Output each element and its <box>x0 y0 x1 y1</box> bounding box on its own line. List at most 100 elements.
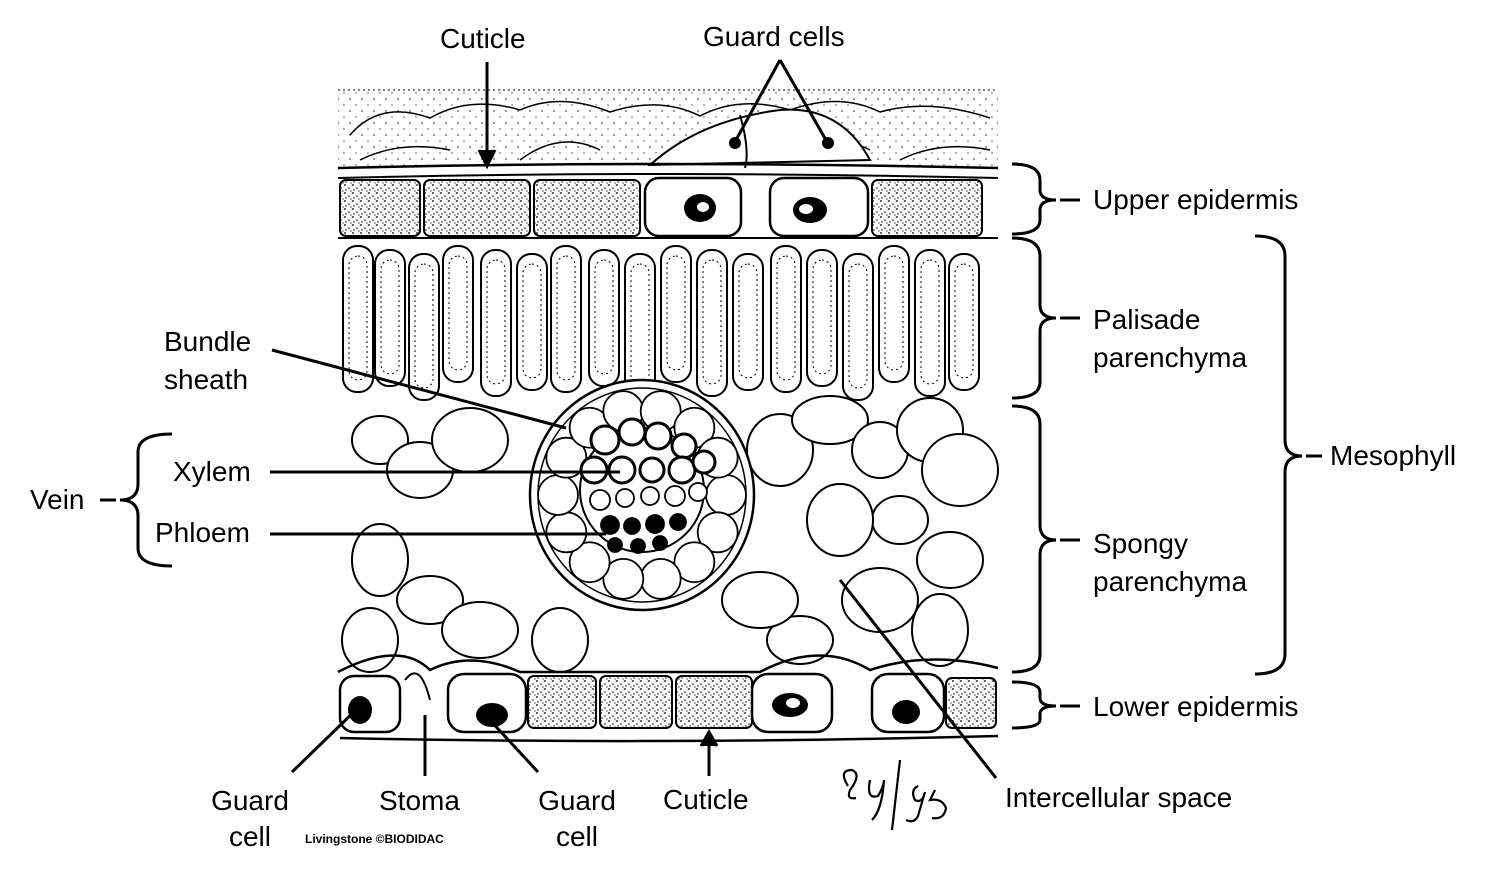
phloem-cell <box>607 537 623 553</box>
palisade-cell <box>374 249 406 387</box>
stoma-label: Stoma <box>379 785 460 816</box>
chloroplast-outline <box>594 259 614 375</box>
palisade-cell <box>696 249 728 397</box>
credit-text: Livingstone ©BIODIDAC <box>305 832 444 846</box>
lower-epidermis-layer <box>337 654 999 743</box>
palisade-cell <box>770 245 802 393</box>
xylem-cell <box>691 449 717 475</box>
palisade-cell <box>550 245 582 393</box>
chloroplast-outline <box>486 259 506 385</box>
phloem-cell <box>688 482 708 502</box>
phloem-cell <box>589 489 611 511</box>
xylem-cell <box>638 456 666 484</box>
xylem-cell <box>643 421 673 451</box>
palisade-cell <box>660 245 692 383</box>
bundle-sheath-cell <box>545 511 588 554</box>
palisade-layer <box>342 245 980 401</box>
palisade-label-line1: Palisade <box>1093 304 1201 335</box>
chloroplast-outline <box>702 259 722 385</box>
cuticle-top-label: Cuticle <box>440 23 526 54</box>
spongy-cell <box>531 607 589 673</box>
guard-cell-left-label-line2: cell <box>228 821 271 852</box>
lower-epidermis-label: Lower epidermis <box>1093 691 1299 722</box>
xylem-cell <box>589 424 621 456</box>
chloroplast-outline <box>348 255 368 381</box>
upper-epidermis-label: Upper epidermis <box>1093 184 1299 215</box>
spongy-cell <box>396 575 464 625</box>
guard-cell-right-label-line2: cell <box>555 821 598 852</box>
palisade-cell <box>948 253 980 391</box>
leaf-surface <box>338 89 998 170</box>
bundle-sheath-cell <box>639 557 682 600</box>
chloroplast-outline <box>522 263 542 379</box>
palisade-cell <box>588 249 620 387</box>
xylem-cell <box>670 432 698 460</box>
spongy-cell <box>911 593 969 667</box>
vascular-bundle <box>528 378 756 612</box>
pointer-lines <box>270 59 998 779</box>
palisade-cell <box>516 253 548 391</box>
xylem-cell <box>579 455 609 485</box>
stoma-opening <box>404 672 431 701</box>
palisade-cell <box>878 245 910 383</box>
chloroplast-outline <box>448 255 468 371</box>
phloem-cell <box>664 485 686 507</box>
bundle-sheath-cell <box>537 474 579 516</box>
spongy-cell <box>921 433 999 507</box>
palisade-cell <box>914 249 946 397</box>
palisade-cell <box>342 245 374 393</box>
phloem-cell <box>645 514 665 534</box>
xylem-cell <box>607 455 637 485</box>
spongy-cell <box>791 395 869 445</box>
palisade-cell <box>480 249 512 397</box>
chloroplast-outline <box>414 263 434 389</box>
palisade-cell <box>842 253 874 401</box>
phloem-label: Phloem <box>155 517 250 548</box>
spongy-cell <box>341 607 399 673</box>
xylem-cell <box>667 455 697 485</box>
spongy-cell <box>806 483 874 557</box>
chloroplast-outline <box>954 263 974 379</box>
xylem-label: Xylem <box>173 456 251 487</box>
chloroplast-outline <box>666 255 686 371</box>
spongy-layer <box>341 395 999 673</box>
chloroplast-outline <box>630 263 650 389</box>
spongy-cell <box>431 407 509 473</box>
cuticle-bottom-label: Cuticle <box>663 784 749 815</box>
chloroplast-outline <box>776 255 796 381</box>
intercellular-space-label: Intercellular space <box>1005 782 1233 813</box>
spongy-cell <box>351 523 409 597</box>
bundle-sheath-cell <box>673 541 716 584</box>
bundle-sheath-label-line1: Bundle <box>164 326 252 357</box>
phloem-cell <box>600 515 620 535</box>
bundle-sheath-cell <box>696 511 739 554</box>
phloem-cell <box>623 517 641 535</box>
phloem-cell <box>640 486 660 506</box>
guard-cells-top-label: Guard cells <box>703 21 845 52</box>
guard-cell-dot <box>729 137 741 149</box>
bundle-sheath-cell <box>568 541 611 584</box>
chloroplast-outline <box>556 255 576 381</box>
spongy-cell <box>841 567 919 633</box>
spongy-cell <box>871 495 929 545</box>
palisade-cell <box>624 253 656 401</box>
palisade-cell <box>732 253 764 391</box>
palisade-label-line2: parenchyma <box>1093 342 1248 373</box>
palisade-cell <box>806 249 838 387</box>
guard-cell-right-label-line1: Guard <box>538 785 616 816</box>
braces <box>100 162 1322 730</box>
spongy-cell <box>721 571 799 629</box>
signature <box>842 759 948 831</box>
bundle-sheath-cell <box>705 474 747 516</box>
chloroplast-outline <box>884 255 904 371</box>
bundle-sheath-cell <box>602 557 645 600</box>
spongy-label-line1: Spongy <box>1093 528 1188 559</box>
chloroplast-outline <box>738 263 758 379</box>
vein-label: Vein <box>30 484 85 515</box>
xylem-cell <box>617 417 647 447</box>
spongy-cell <box>441 601 519 659</box>
phloem-cell <box>669 513 687 531</box>
spongy-label-line2: parenchyma <box>1093 566 1248 597</box>
